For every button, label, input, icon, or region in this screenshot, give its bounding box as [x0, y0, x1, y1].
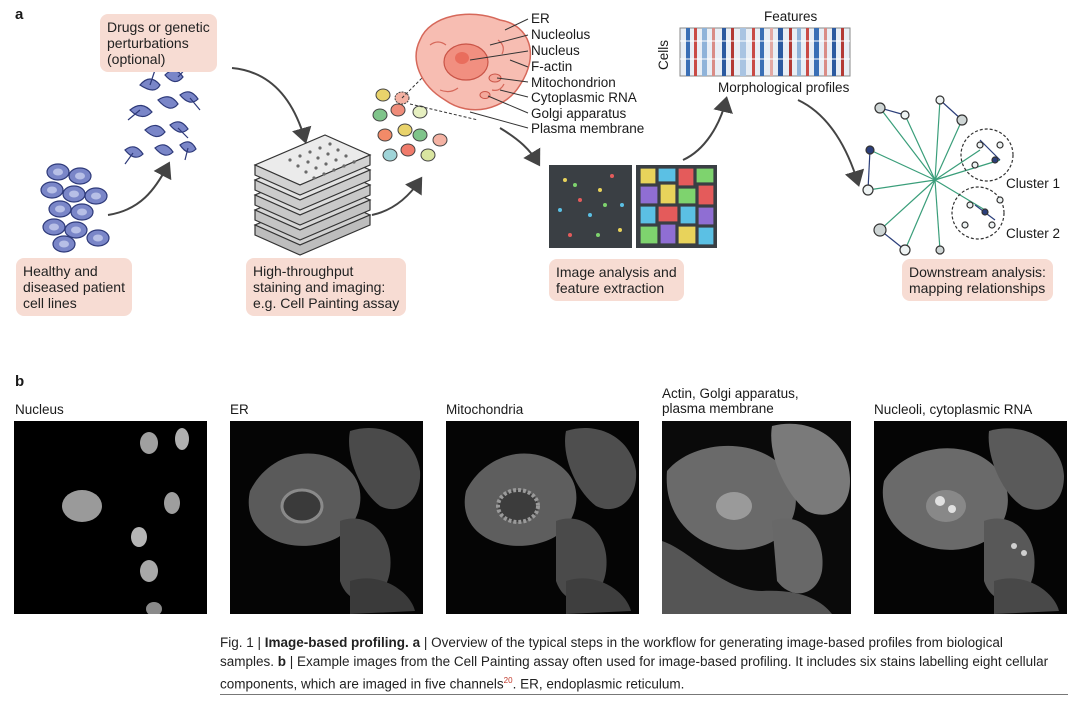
caption-fig-number: Fig. 1 |: [220, 635, 265, 650]
caption-tail: . ER, endoplasmic reticulum.: [512, 676, 685, 692]
micrograph-nucleoli-rna: [874, 421, 1067, 614]
component-label-mitochondrion: Mitochondrion: [531, 75, 616, 90]
component-label-er: ER: [531, 11, 550, 26]
arrow-profiles-to-network: [797, 99, 865, 187]
cluster-1-label: Cluster 1: [1006, 176, 1061, 191]
micrograph-er: [230, 421, 423, 614]
perturbation-step-box: Drugs or genetic perturbations (optional…: [100, 14, 217, 72]
cell-diagram: [415, 13, 531, 111]
morphological-profile-heatmap: [679, 27, 851, 77]
plate-stack: [253, 134, 372, 256]
caption-a-letter: a: [408, 635, 421, 650]
channel-title-nucleus: Nucleus: [15, 402, 64, 417]
caption-reference[interactable]: 20: [503, 676, 513, 685]
heatmap-profiles-label: Morphological profiles: [718, 80, 850, 95]
figure-caption: Fig. 1 | Image-based profiling. a | Over…: [220, 633, 1060, 694]
caption-title: Image-based profiling.: [264, 635, 409, 650]
component-label-cytoplasmic-rna: Cytoplasmic RNA: [531, 90, 637, 105]
panel-a-letter: a: [15, 6, 24, 23]
channel-title-actin-golgi: Actin, Golgi apparatus, plasma membrane: [662, 386, 799, 416]
stained-cells: [372, 88, 448, 162]
downstream-step-box: Downstream analysis: mapping relationshi…: [902, 259, 1053, 301]
arrow-cell-to-images: [499, 127, 541, 167]
channel-title-er: ER: [230, 402, 249, 417]
arrow-perturb-to-plates: [231, 67, 312, 144]
analysis-step-box: Image analysis and feature extraction: [549, 259, 684, 301]
arrow-images-to-profiles: [682, 96, 733, 161]
component-leaders: [469, 18, 529, 129]
heatmap-features-label: Features: [764, 9, 818, 24]
caption-a-text: | Overview of the typical steps in the w…: [220, 635, 1003, 669]
panel-b-letter: b: [15, 373, 25, 390]
component-label-plasma-membrane: Plasma membrane: [531, 121, 645, 136]
component-label-nucleus: Nucleus: [531, 43, 580, 58]
segmentation-images: [549, 165, 717, 248]
micrograph-nucleus: [14, 421, 207, 614]
network-nodes: [862, 95, 1004, 256]
micrograph-actin-golgi: [662, 421, 851, 614]
cluster-2-label: Cluster 2: [1006, 226, 1061, 241]
cell-lines-step-box: Healthy and diseased patient cell lines: [16, 258, 132, 316]
workflow-illustration: [40, 13, 1014, 256]
component-label-nucleolus: Nucleolus: [531, 27, 591, 42]
arrow-plates-to-cells: [371, 176, 423, 216]
component-label-f-actin: F-actin: [531, 59, 573, 74]
channel-title-mitochondria: Mitochondria: [446, 402, 524, 417]
channel-title-nucleoli-rna: Nucleoli, cytoplasmic RNA: [874, 402, 1033, 417]
caption-b-text: | Example images from the Cell Painting …: [220, 654, 1049, 692]
micrograph-mitochondria: [446, 421, 639, 614]
staining-step-box: High-throughput staining and imaging: e.…: [246, 258, 407, 316]
heatmap-cells-label: Cells: [656, 39, 671, 70]
component-label-golgi: Golgi apparatus: [531, 106, 627, 121]
arrow-cells-to-perturb: [107, 161, 172, 216]
caption-rule: [220, 694, 1068, 695]
caption-b-letter: b: [274, 654, 287, 669]
